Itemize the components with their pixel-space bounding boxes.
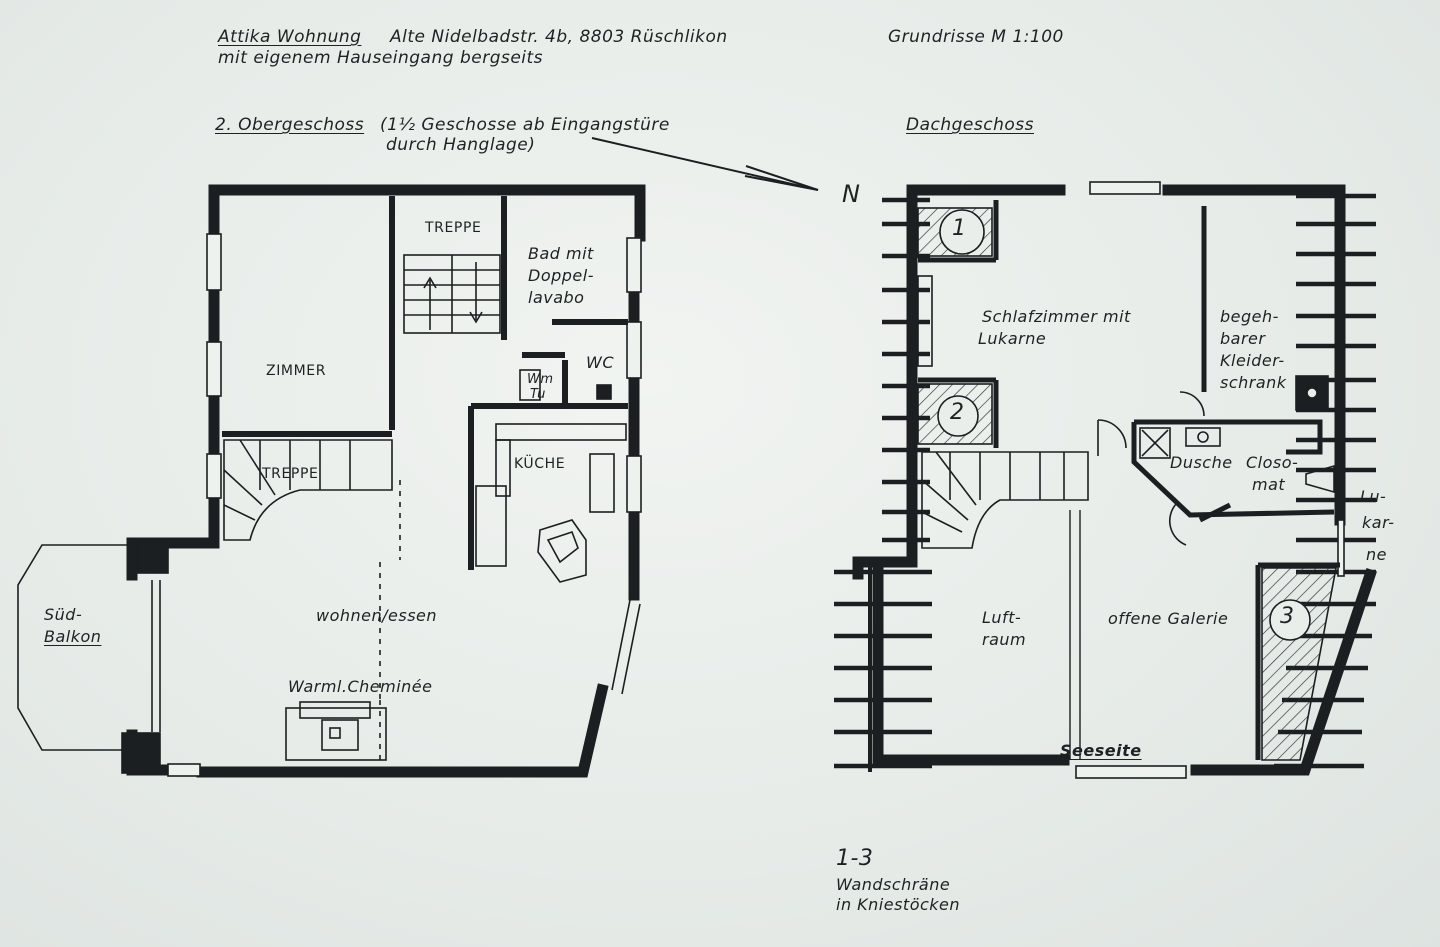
header-address: Alte Nidelbadstr. 4b, 8803 Rüschlikon — [390, 27, 728, 47]
attic-details — [917, 275, 1335, 549]
attic-wardrobe-number-1: 1 — [952, 216, 967, 241]
legend-range: 1-3 — [836, 846, 874, 871]
legend-line2: in Kniestöcken — [836, 895, 961, 914]
attic-room-schlaf-line1: Schlafzimmer mit — [982, 307, 1131, 326]
attic-windows — [1075, 181, 1345, 779]
attic-interior-walls — [918, 200, 1340, 760]
header-title: Attika Wohnung — [218, 27, 362, 47]
floor2-room-treppe-bottom: TREPPE — [262, 466, 319, 482]
floor2-room-bad-line1: Bad mit — [528, 244, 594, 263]
attic-room-luft-line1: Luft- — [982, 608, 1022, 627]
attic-outer-walls — [852, 184, 1377, 776]
attic-room-closo-line2: mat — [1252, 475, 1286, 494]
floor2-plan — [17, 137, 819, 778]
attic-room-luft-line2: raum — [982, 630, 1027, 649]
attic-room-kleider-line1: begeh- — [1220, 307, 1279, 326]
attic-room-kleider-line2: barer — [1220, 329, 1266, 348]
attic-room-dusche: Dusche — [1170, 453, 1233, 472]
attic-wardrobe-number-3: 3 — [1280, 604, 1295, 629]
floor2-room-cheminee: Warml.Cheminée — [288, 677, 433, 696]
header-subtitle: mit eigenem Hauseingang bergseits — [218, 48, 544, 68]
floor2-note-line2: durch Hanglage) — [386, 135, 536, 155]
floor2-room-kueche: KÜCHE — [514, 456, 566, 472]
legend-line1: Wandschräne — [836, 875, 951, 894]
floor2-to-attic-arrow — [591, 137, 819, 191]
attic-wardrobe-number-2: 2 — [950, 400, 965, 425]
floor2-room-treppe-top: TREPPE — [425, 220, 482, 236]
attic-room-closo-line1: Closo- — [1246, 453, 1299, 472]
attic-title: Dachgeschoss — [906, 115, 1034, 135]
attic-room-lukarne-line1: Lu- — [1360, 487, 1387, 506]
floor2-room-balkon-line2: Balkon — [44, 627, 102, 646]
attic-room-galerie: offene Galerie — [1108, 609, 1229, 628]
floor2-room-balkon-line1: Süd- — [44, 605, 83, 624]
floor2-room-wc: WC — [586, 353, 614, 372]
floor2-room-zimmer: ZIMMER — [266, 363, 327, 379]
floor2-room-bad-line3: lavabo — [528, 288, 585, 307]
attic-room-kleider-line4: schrank — [1220, 373, 1287, 392]
floor2-room-wm: Wm — [527, 372, 554, 387]
attic-room-schlaf-line2: Lukarne — [978, 329, 1047, 348]
floor2-room-wohnen: wohnen/essen — [316, 606, 438, 625]
floor2-windows — [167, 233, 642, 777]
floor2-note-line1: (1½ Geschosse ab Eingangstüre — [380, 115, 670, 135]
attic-label-seeseite: Seeseite — [1060, 741, 1142, 760]
attic-room-lukarne-line3: ne — [1366, 545, 1387, 564]
attic-plan — [834, 181, 1377, 779]
floor2-room-bad-line2: Doppel- — [528, 266, 594, 285]
floor2-title: 2. Obergeschoss — [215, 115, 365, 135]
north-indicator: N — [842, 180, 861, 208]
floor2-details — [17, 254, 627, 774]
floor2-interior-walls — [222, 196, 628, 570]
attic-room-kleider-line3: Kleider- — [1220, 351, 1285, 370]
header-scale: Grundrisse M 1:100 — [888, 27, 1064, 47]
floor2-room-tu: Tu — [530, 387, 546, 402]
attic-room-lukarne-line2: kar- — [1362, 513, 1395, 532]
attic-wardrobes — [917, 207, 1337, 761]
